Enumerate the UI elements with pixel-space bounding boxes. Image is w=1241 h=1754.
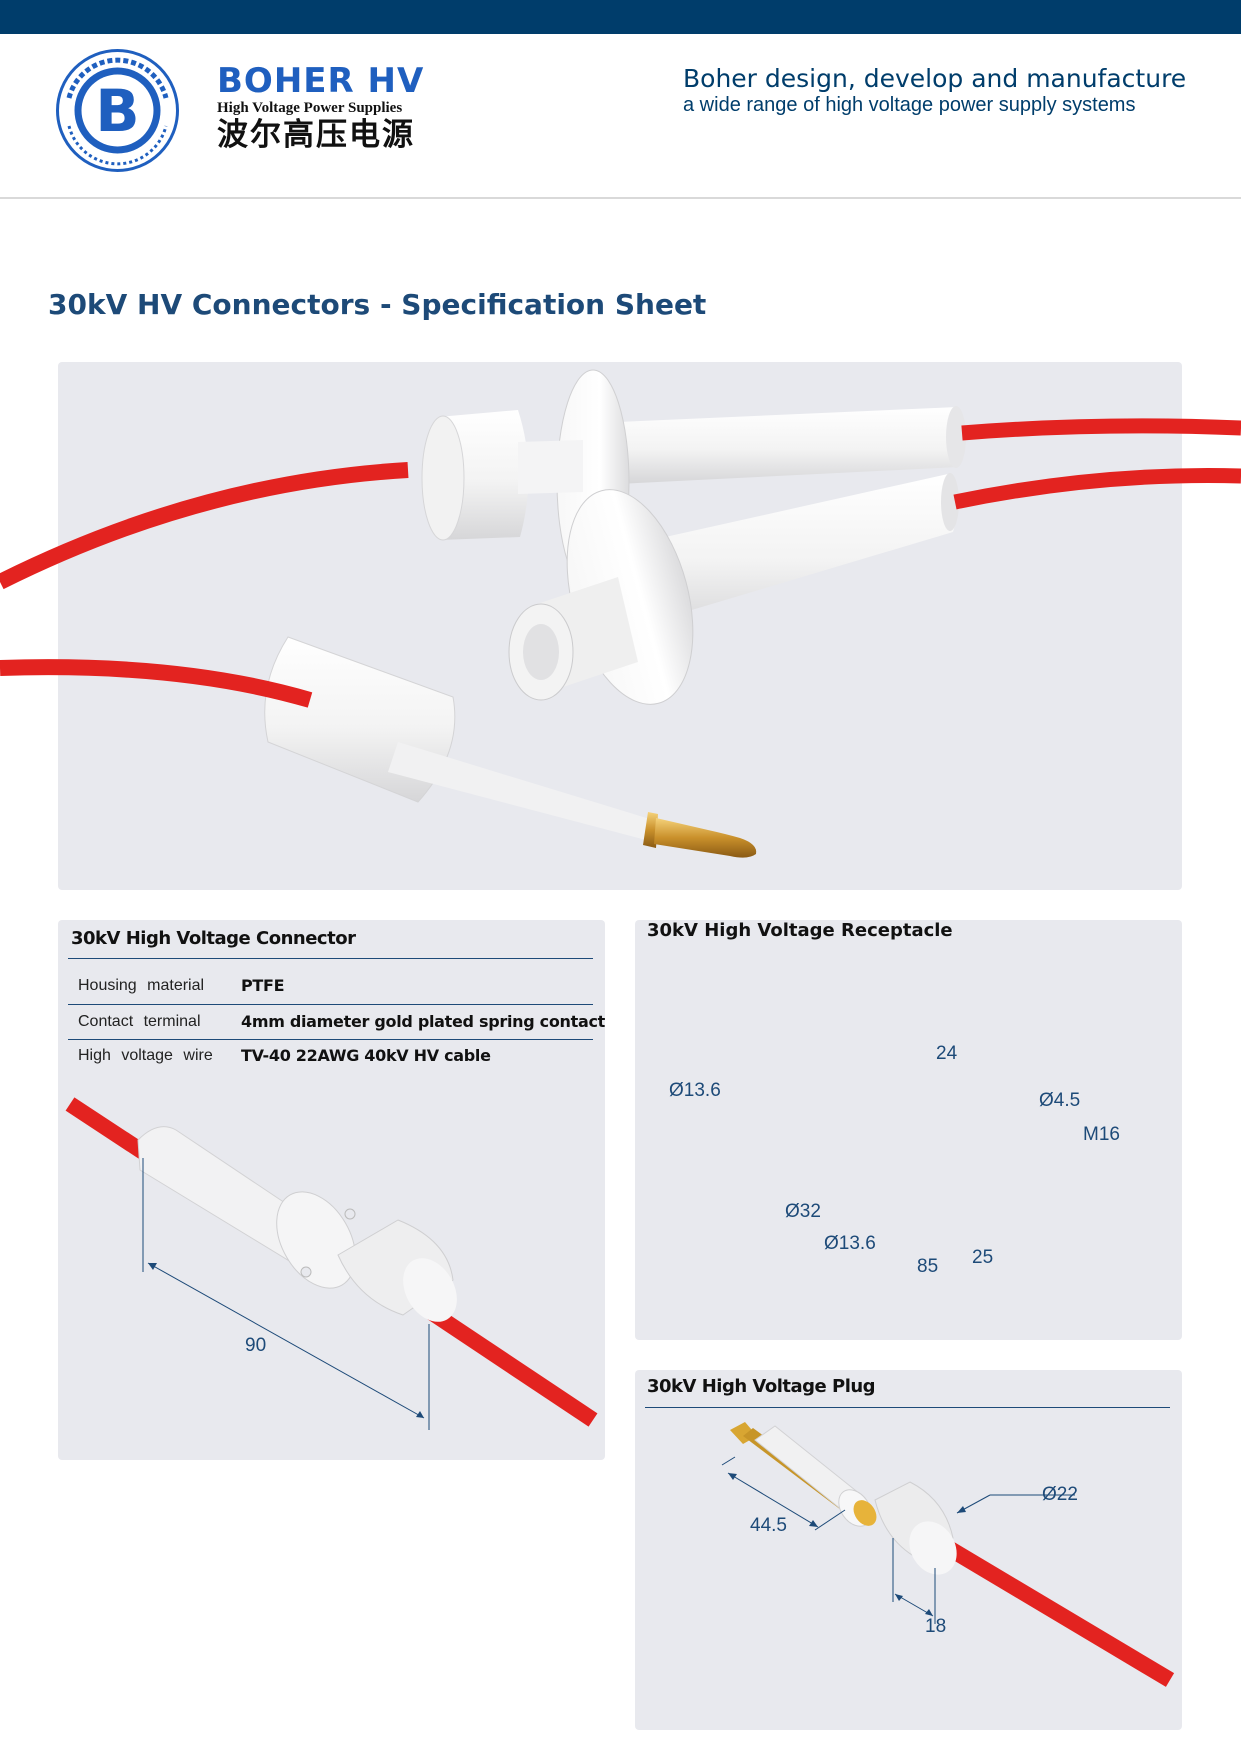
top-banner bbox=[0, 0, 1241, 34]
row-rule bbox=[68, 1039, 593, 1040]
spec-label: Housing material bbox=[78, 977, 205, 994]
plug-drawing bbox=[721, 1422, 1175, 1687]
title-rule bbox=[645, 1407, 1170, 1408]
tagline: Boher design, develop and manufacture a … bbox=[683, 64, 1186, 116]
spec-label: High voltage wire bbox=[78, 1047, 213, 1064]
spec-row-wire: High voltage wire TV-40 22AWG 40kV HV ca… bbox=[58, 1038, 605, 1073]
receptacle-dim-length-24: 24 bbox=[936, 1043, 958, 1064]
receptacle-panel: 30kV High Voltage Receptacle 24 Ø13.6 Ø4… bbox=[635, 920, 1182, 1340]
plug-dim-length-44-5: 44.5 bbox=[750, 1515, 787, 1536]
receptacle-dim-diameter-13-6-top: Ø13.6 bbox=[669, 1080, 721, 1101]
connectors-illustration bbox=[264, 369, 966, 858]
svg-text:B: B bbox=[95, 77, 139, 145]
connector-drawing bbox=[65, 1097, 598, 1430]
spec-label: Contact terminal bbox=[78, 1013, 201, 1030]
brand-chinese-name: 波尔高压电源 bbox=[217, 117, 415, 153]
connector-length-dimension: 90 bbox=[245, 1335, 267, 1356]
spec-row-contact: Contact terminal 4mm diameter gold plate… bbox=[58, 1004, 605, 1039]
title-rule bbox=[68, 958, 593, 959]
page-title: 30kV HV Connectors - Specification Sheet bbox=[48, 288, 707, 321]
receptacle-dim-flange-32: Ø32 bbox=[785, 1201, 821, 1222]
row-rule bbox=[68, 1004, 593, 1005]
brand-subtitle: High Voltage Power Supplies bbox=[217, 100, 403, 116]
receptacle-dim-length-25: 25 bbox=[972, 1247, 994, 1268]
connector-panel-title: 30kV High Voltage Connector bbox=[71, 928, 356, 949]
plug-dim-diameter-22: Ø22 bbox=[1042, 1484, 1078, 1505]
hero-product-image bbox=[58, 362, 1182, 890]
plug-panel-title: 30kV High Voltage Plug bbox=[647, 1376, 876, 1397]
plug-dim-length-18: 18 bbox=[925, 1616, 947, 1637]
spec-value: TV-40 22AWG 40kV HV cable bbox=[241, 1046, 491, 1065]
receptacle-dim-thread-m16: M16 bbox=[1083, 1124, 1120, 1145]
tagline-main: Boher design, develop and manufacture bbox=[683, 64, 1187, 93]
spec-value: PTFE bbox=[241, 976, 285, 995]
receptacle-dim-diameter-13-6-bottom: Ø13.6 bbox=[824, 1233, 876, 1254]
plug-panel: 30kV High Voltage Plug Ø22 44.5 18 bbox=[635, 1370, 1182, 1730]
receptacle-panel-title: 30kV High Voltage Receptacle bbox=[647, 920, 953, 941]
receptacle-dim-hole-4-5: Ø4.5 bbox=[1039, 1090, 1081, 1111]
connector-spec-panel: 30kV High Voltage Connector Housing mate… bbox=[58, 920, 605, 1460]
header-divider bbox=[0, 197, 1241, 199]
spec-row-housing: Housing material PTFE bbox=[58, 968, 605, 1003]
tagline-sub: a wide range of high voltage power suppl… bbox=[683, 94, 1136, 116]
boher-logo-seal-icon: B bbox=[56, 49, 179, 172]
brand-name: BOHER HV bbox=[217, 61, 425, 101]
brand-block: BOHER HV High Voltage Power Supplies 波尔高… bbox=[217, 62, 424, 153]
receptacle-dim-length-85: 85 bbox=[917, 1256, 939, 1277]
spec-value: 4mm diameter gold plated spring contact bbox=[241, 1012, 605, 1031]
